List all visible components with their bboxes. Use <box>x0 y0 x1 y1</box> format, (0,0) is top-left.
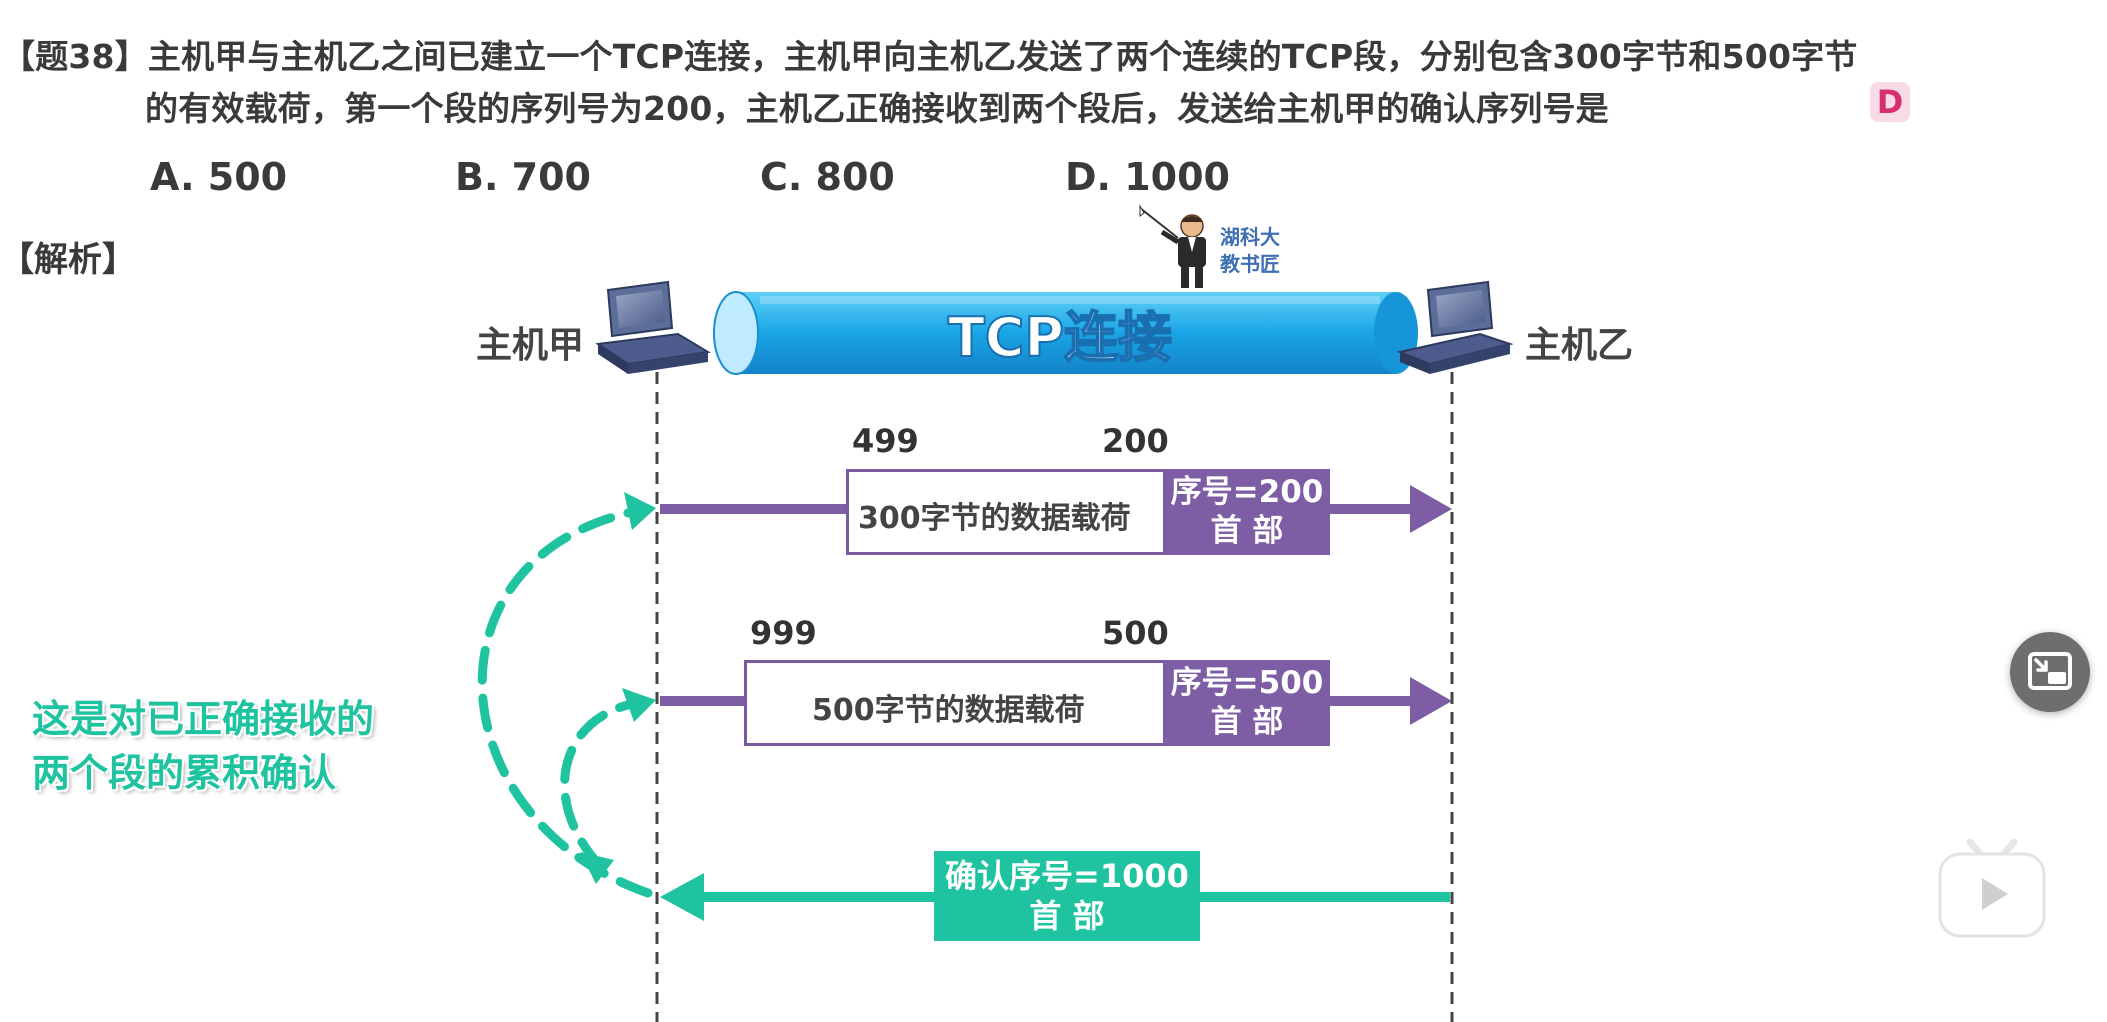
segment-1-header: 序号=200 首 部 <box>1164 469 1330 555</box>
tcp-connection-label: TCP连接 <box>947 305 1173 370</box>
pip-icon <box>2028 652 2072 690</box>
segment-1-payload-label: 300字节的数据载荷 <box>858 501 1131 536</box>
computer-icon <box>1396 280 1514 374</box>
segment-2-payload-label: 500字节的数据载荷 <box>812 693 1085 728</box>
host-a-label: 主机甲 <box>476 325 585 366</box>
segment-2-start-number: 500 <box>1102 614 1169 652</box>
analysis-label: 【解析】 <box>0 240 136 280</box>
segment-2-header: 序号=500 首 部 <box>1164 660 1330 746</box>
teacher-caption-line-1: 湖科大 <box>1220 225 1280 249</box>
segment-1-header-label: 首 部 <box>1210 513 1284 549</box>
option-d[interactable]: D. 1000 <box>1065 155 1230 199</box>
ack-header: 确认序号=1000 首 部 <box>934 851 1200 941</box>
tcp-connection-tube <box>713 291 1418 375</box>
note-line-1: 这是对已正确接收的 <box>32 697 375 741</box>
tv-icon <box>1938 838 2046 938</box>
cumulative-ack-note: 这是对已正确接收的 两个段的累积确认 <box>32 692 374 800</box>
ack-header-label: 首 部 <box>1029 897 1105 935</box>
question-line-2: 的有效载荷，第一个段的序列号为200，主机乙正确接收到两个段后，发送给主机甲的确… <box>145 89 1609 128</box>
tv-button[interactable] <box>1936 836 2048 940</box>
segment-1-payload-box <box>846 469 1166 555</box>
segment-2-payload-box <box>744 660 1166 746</box>
segment-1-start-number: 200 <box>1102 422 1169 460</box>
note-line-2: 两个段的累积确认 <box>32 751 337 795</box>
teacher-icon <box>1139 204 1206 288</box>
option-a[interactable]: A. 500 <box>150 155 288 199</box>
segment-2-header-label: 首 部 <box>1210 704 1284 740</box>
cumulative-ack-curves <box>477 507 653 898</box>
option-c[interactable]: C. 800 <box>760 155 895 199</box>
teacher-caption: 湖科大 教书匠 <box>1220 224 1280 278</box>
segment-1-seq-label: 序号=200 <box>1170 474 1324 510</box>
segment-2-seq-label: 序号=500 <box>1170 665 1324 701</box>
option-b[interactable]: B. 700 <box>455 155 591 199</box>
segment-1-end-number: 499 <box>852 422 919 460</box>
computer-icon <box>595 280 711 374</box>
answer-badge: D <box>1870 82 1910 122</box>
ack-number-label: 确认序号=1000 <box>945 857 1189 895</box>
cumulative-ack-arrowheads <box>580 492 656 884</box>
segment-2-end-number: 999 <box>750 614 817 652</box>
teacher-caption-line-2: 教书匠 <box>1220 252 1280 276</box>
host-b-label: 主机乙 <box>1525 325 1634 366</box>
pip-button[interactable] <box>2010 632 2090 712</box>
question-line-1: 【题38】主机甲与主机乙之间已建立一个TCP连接，主机甲向主机乙发送了两个连续的… <box>2 37 1858 76</box>
